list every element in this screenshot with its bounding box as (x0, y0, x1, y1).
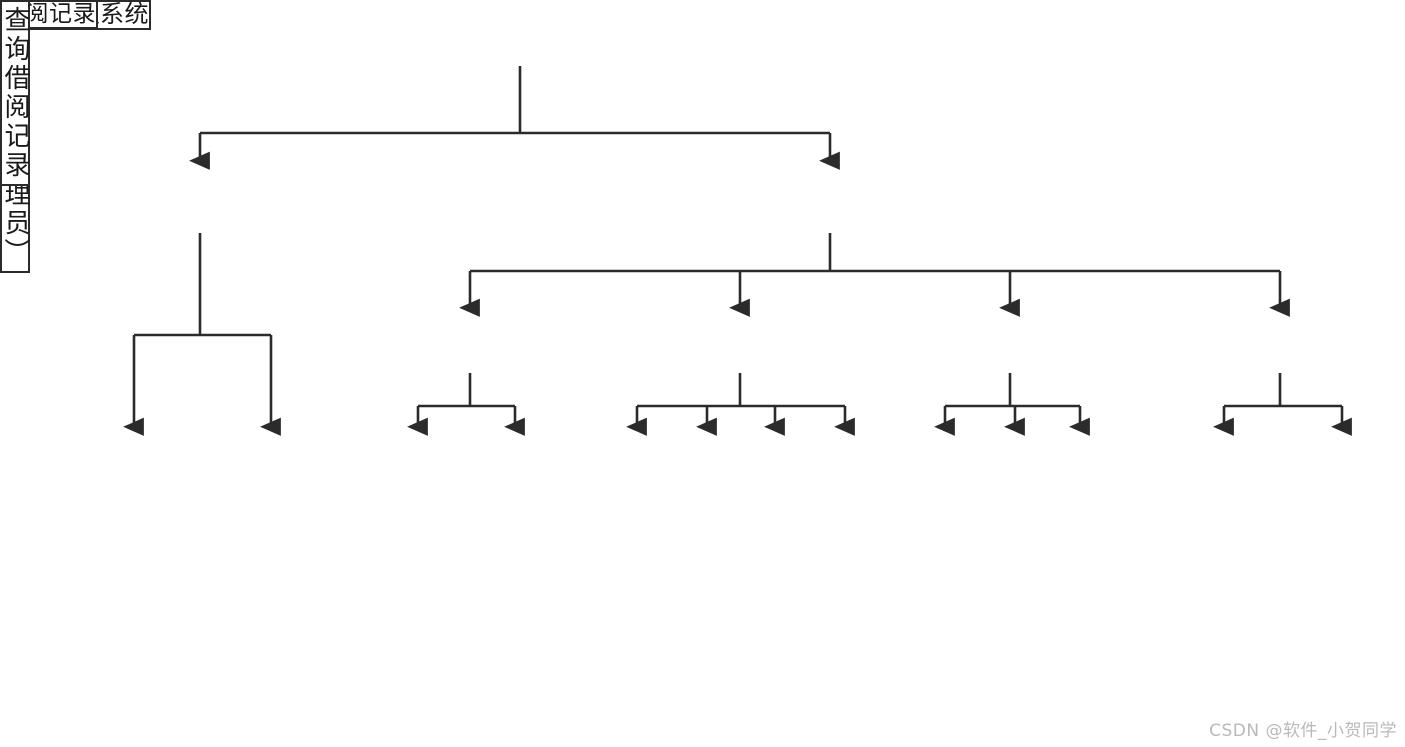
node-leaf-query-loan-record[interactable]: 查询借阅记录 (0, 0, 30, 186)
node-leaf-query-loan-record-label: 查询借阅记录 (0, 6, 30, 180)
watermark: CSDN @软件_小贺同学 (1209, 721, 1397, 741)
